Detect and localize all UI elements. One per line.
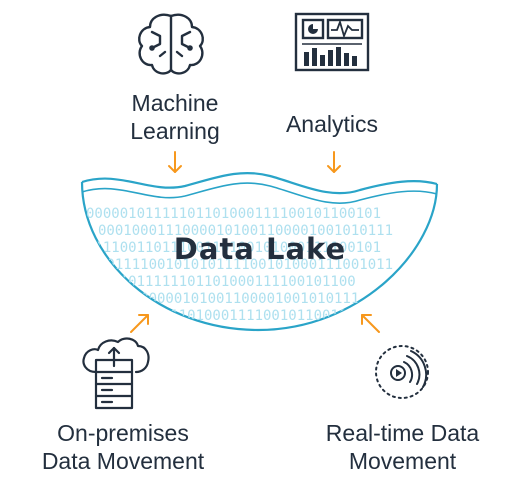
data-lake-title: Data Lake [173, 232, 347, 266]
cloud-server-icon [82, 337, 150, 410]
analytics-label: Analytics [262, 110, 402, 138]
binary-row: 11110011011100110100101000111100101 [86, 240, 381, 256]
arrow-realtime-to-lake [361, 314, 380, 333]
arrow-analytics-to-lake [327, 151, 341, 173]
analytics-label-line-1: Analytics [285, 111, 379, 137]
stream-icon [375, 345, 429, 399]
onprem-label: On-premises Data Movement [18, 419, 228, 475]
realtime-label: Real-time Data Movement [300, 419, 505, 475]
binary-row: 10111100101010111100101000111001011 [98, 257, 393, 273]
brain-icon [138, 13, 204, 75]
onprem-label-line-1: On-premises [57, 420, 189, 446]
binary-row: 00000101111101101000111100101100101 [86, 206, 381, 222]
ml-label-line-2: Learning [130, 118, 220, 144]
binary-row: 0010100000101001100001001010111 [98, 291, 359, 307]
arrow-ml-to-lake [168, 151, 182, 173]
dashboard-icon [294, 12, 370, 72]
binary-row: 00010001110000101001100001001010111 [98, 223, 393, 239]
realtime-label-line-2: Movement [348, 448, 457, 474]
onprem-label-line-2: Data Movement [41, 448, 205, 474]
ml-label: Machine Learning [100, 89, 250, 145]
realtime-label-line-1: Real-time Data [325, 420, 480, 446]
ml-label-line-1: Machine [131, 90, 219, 116]
arrow-onprem-to-lake [130, 314, 149, 333]
lake-surface-wave [81, 172, 438, 195]
lake-surface-wave-2 [81, 182, 438, 204]
binary-row: 01101011111101101000111100101100 [86, 274, 356, 290]
